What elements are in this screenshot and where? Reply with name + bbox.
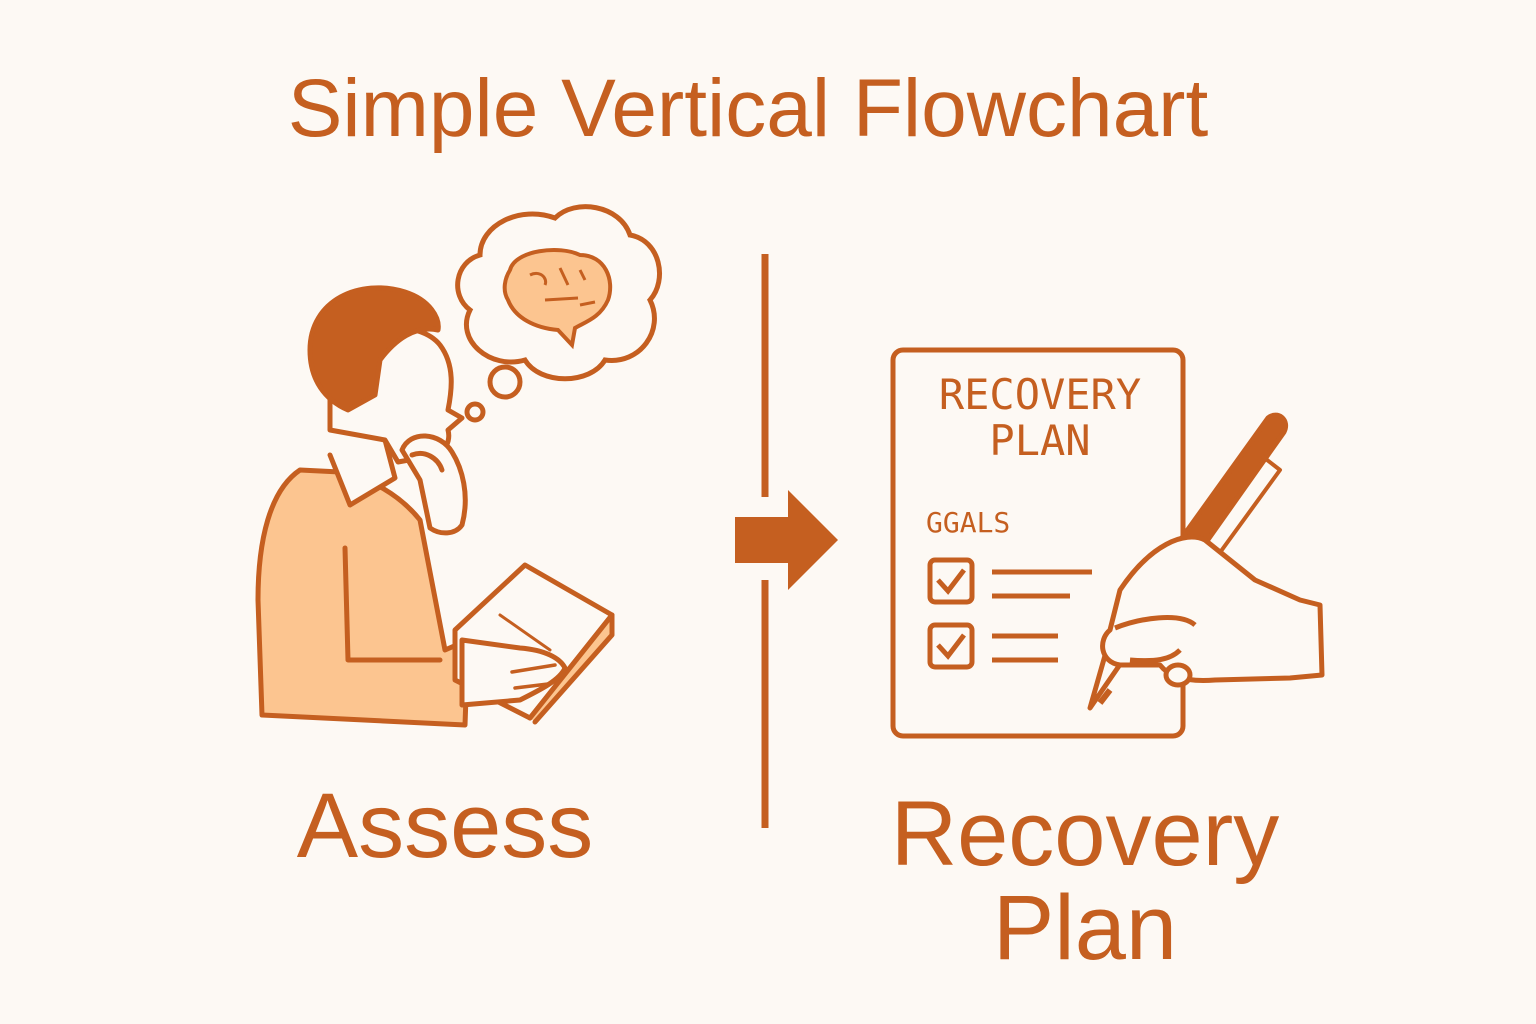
document-title-line1: RECOVERY (938, 370, 1142, 419)
document-title-line2: PLAN (989, 416, 1091, 466)
thought-bubble-icon (455, 204, 662, 423)
document-section-label: GGALS (926, 506, 1011, 539)
page-title: Simple Vertical Flowchart (287, 63, 1209, 154)
document-title: RECOVERY PLAN (900, 370, 1180, 466)
flow-arrow-icon (735, 254, 838, 828)
step-label-assess: Assess (296, 775, 594, 877)
person-thinking-icon (255, 285, 615, 728)
step-label-recovery-plan: Recovery Plan (890, 783, 1280, 979)
pen-hand-icon (1087, 412, 1325, 711)
